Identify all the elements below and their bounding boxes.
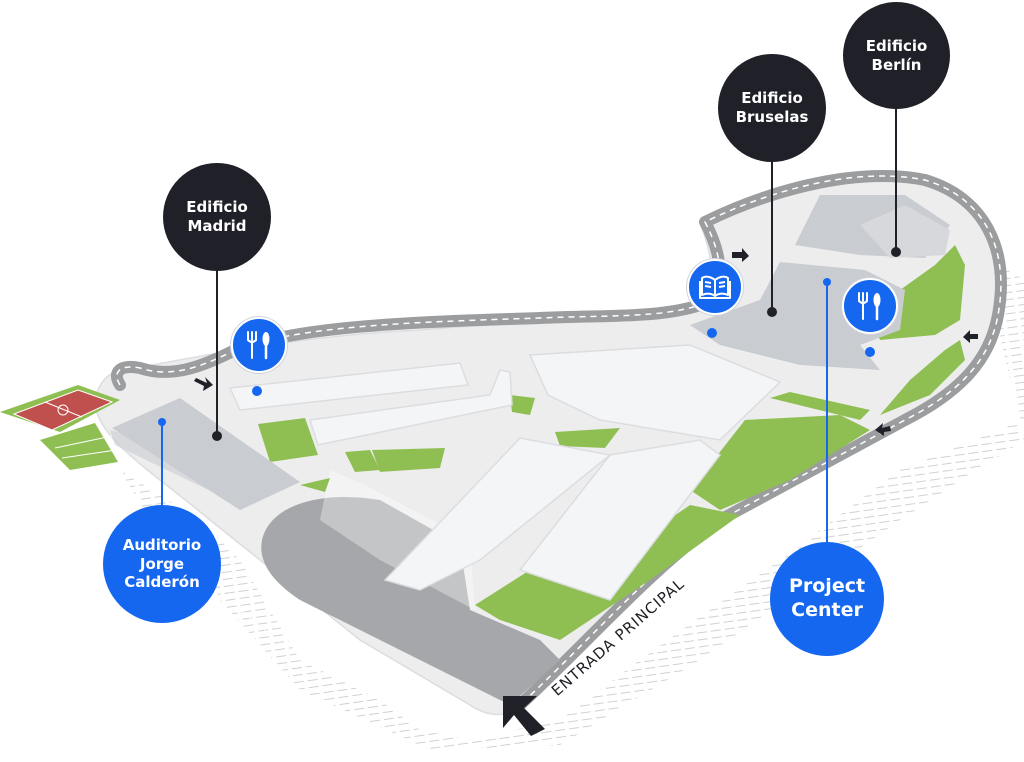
restaurant-icon[interactable] xyxy=(842,278,898,334)
connector-dots xyxy=(158,247,901,441)
project-center-marker[interactable]: Project Center xyxy=(770,542,884,656)
library-icon[interactable] xyxy=(687,259,743,315)
edificio-madrid-marker[interactable]: Edificio Madrid xyxy=(163,163,271,271)
project-center-label: Project Center xyxy=(788,575,866,621)
edificio-bruselas-marker[interactable]: Edificio Bruselas xyxy=(718,54,826,162)
edificio-berlin-marker[interactable]: Edificio Berlín xyxy=(843,2,950,109)
edificio-berlin-label: Edificio Berlín xyxy=(865,36,928,74)
auditorio-label: Auditorio Jorge Calderón xyxy=(122,535,202,592)
parking-lot xyxy=(261,496,560,705)
sports-area xyxy=(0,385,120,470)
auditorio-marker[interactable]: Auditorio Jorge Calderón xyxy=(103,505,221,623)
arrow-right-2 xyxy=(875,423,891,436)
arrow-library xyxy=(732,248,749,262)
direction-arrows xyxy=(194,248,978,736)
buildings-light xyxy=(228,344,782,601)
edificio-madrid-label: Edificio Madrid xyxy=(186,198,248,235)
restaurant-icon[interactable] xyxy=(231,317,287,373)
madrid-building xyxy=(110,430,300,510)
connector-lines xyxy=(161,108,897,545)
main-entrance-arrow xyxy=(503,696,545,736)
arrow-madrid-entry xyxy=(194,377,213,391)
edificio-bruselas-label: Edificio Bruselas xyxy=(735,89,809,126)
buildings-grey xyxy=(110,195,950,510)
ground-shading xyxy=(205,250,1024,750)
arrow-right-1 xyxy=(963,330,978,343)
